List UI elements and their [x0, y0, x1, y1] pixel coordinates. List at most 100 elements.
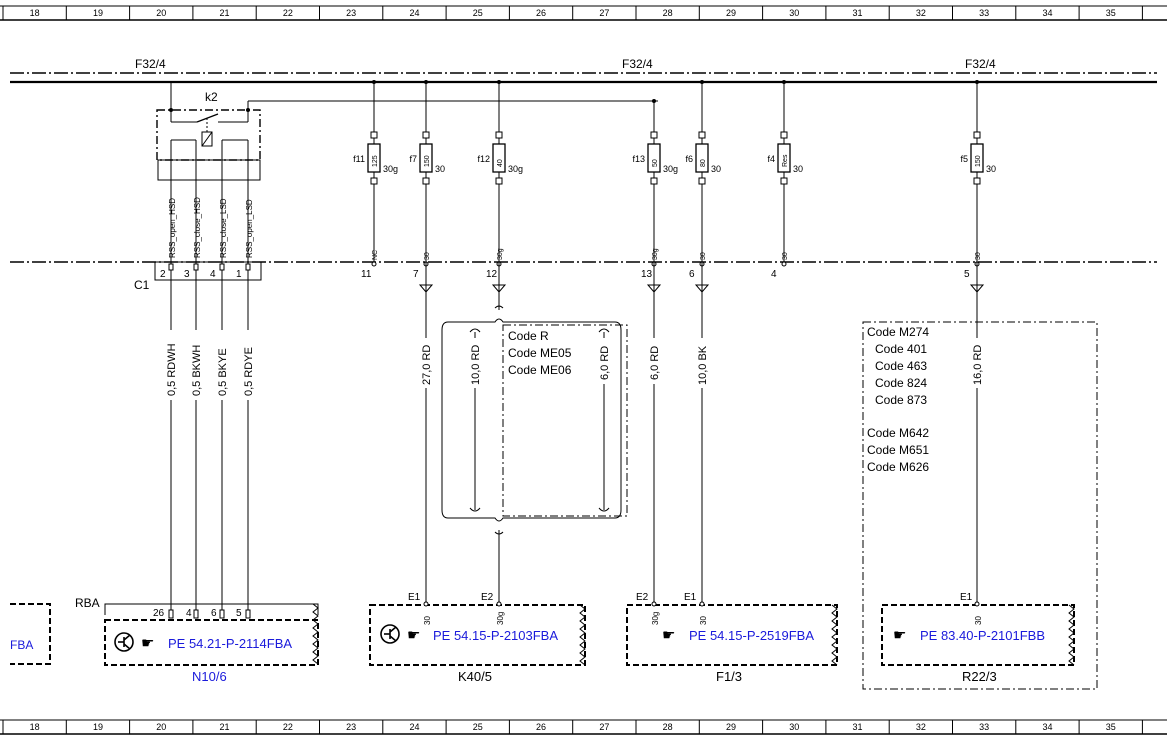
component-n10-6: FBA RBA 26 4 6 5 ☛ PE 54.21-P-2114FBA N1…: [10, 596, 319, 684]
pin-function-label: 30g: [496, 612, 505, 625]
relay-pin-label: RSS_close_HSD: [193, 197, 202, 258]
fuse-pin-number: 4: [771, 269, 777, 280]
ruler-column-label: 27: [599, 722, 609, 732]
ruler-column-label: 31: [853, 722, 863, 732]
ruler-column-label: 20: [156, 8, 166, 18]
pin-function-label: 30: [423, 616, 432, 625]
svg-text:☛: ☛: [407, 627, 420, 644]
component-r22-3: E1 30 ☛ PE 83.40-P-2101FBB R22/3: [881, 592, 1075, 684]
code-box-line: Code 873: [875, 393, 927, 407]
fuse-output: 30: [793, 164, 803, 174]
lower-wiring: 27,0 RD Code R Code ME05 Code ME06 10,0 …: [418, 262, 1098, 690]
code-box-line: Code M642: [867, 426, 929, 440]
connector-pin: 2: [160, 269, 166, 280]
component-pin: E2: [636, 592, 649, 603]
pointing-hand-icon: ☛: [893, 627, 906, 644]
ruler-column-label: 28: [663, 8, 673, 18]
ruler-column-label: 32: [916, 722, 926, 732]
pointing-hand-icon: ☛: [662, 627, 675, 644]
component-pin: 6: [211, 608, 217, 619]
fuse-connector-label: 30: [782, 252, 789, 260]
code-box-line: Code 401: [875, 342, 927, 356]
component-reference-link[interactable]: PE 83.40-P-2101FBB: [920, 628, 1045, 643]
component-name: N10/6: [192, 669, 227, 684]
component-pin: 26: [153, 608, 165, 619]
ruler-column-label: 26: [536, 8, 546, 18]
relay-pin-label: RSS_open_HSD: [168, 198, 177, 258]
fuse-output: 30g: [383, 164, 398, 174]
ruler-column-label: 18: [30, 8, 40, 18]
pointing-hand-icon: ☛: [407, 627, 420, 644]
fuse-rating: 125: [372, 155, 379, 167]
fuse-output: 30: [986, 164, 996, 174]
svg-text:☛: ☛: [893, 627, 906, 644]
block-label: RBA: [75, 596, 100, 610]
ruler-column-label: 33: [979, 8, 989, 18]
ruler-column-label: 27: [599, 8, 609, 18]
fuse-id: f5: [960, 154, 968, 164]
code-box-line: Code 463: [875, 359, 927, 373]
code-box-line: Code R: [508, 329, 549, 343]
connector-pin: 1: [236, 269, 242, 280]
ruler-column-label: 24: [409, 722, 419, 732]
power-bus: F32/4 F32/4 F32/4: [10, 57, 1157, 84]
bus-label-left: F32/4: [135, 57, 166, 71]
fuse-id: f7: [409, 154, 417, 164]
ruler-column-label: 34: [1042, 722, 1052, 732]
pin-function-label: 30g: [651, 612, 660, 625]
wire-label: 27,0 RD: [421, 345, 433, 385]
fuse-connector-label: 30: [700, 252, 707, 260]
ruler-column-label: 32: [916, 8, 926, 18]
component-k40-5: E1 E2 30 30g ☛ PE 54.15-P-2103FBA K40/5: [369, 592, 586, 684]
ruler-column-label: 25: [473, 722, 483, 732]
ruler-column-label: 26: [536, 722, 546, 732]
transistor-icon: [114, 632, 134, 652]
component-pin: E1: [684, 592, 697, 603]
code-box-line: Code M274: [867, 325, 929, 339]
component-reference-link[interactable]: PE 54.21-P-2114FBA: [168, 636, 292, 651]
code-box-line: Code ME06: [508, 363, 572, 377]
component-pin: 4: [186, 608, 192, 619]
fuse-connector-label: 30g: [497, 248, 504, 260]
ruler-column-label: 23: [346, 8, 356, 18]
ruler-column-label: 35: [1106, 722, 1116, 732]
fuse-rating: 80: [700, 159, 707, 167]
fuse-connector-label: 30: [975, 252, 982, 260]
relay-label: k2: [205, 90, 218, 104]
component-reference-link[interactable]: PE 54.15-P-2519FBA: [689, 628, 814, 643]
pin-function-label: 30: [974, 616, 983, 625]
ruler-column-label: 23: [346, 722, 356, 732]
fuse-output: 30g: [508, 164, 523, 174]
fuse-pin-number: 13: [641, 269, 653, 280]
left-partial-ref[interactable]: FBA: [10, 638, 33, 652]
fuse-pin-number: 5: [964, 269, 970, 280]
svg-text:☛: ☛: [662, 627, 675, 644]
fuse-rating: Res: [782, 154, 789, 167]
ruler-column-label: 30: [789, 722, 799, 732]
wire-label: 6,0 RD: [649, 346, 661, 380]
code-box-line: Code M651: [867, 443, 929, 457]
component-reference-link[interactable]: PE 54.15-P-2103FBA: [433, 628, 558, 643]
ruler-column-label: 21: [220, 722, 230, 732]
ruler-column-label: 22: [283, 8, 293, 18]
fuse-id: f4: [767, 154, 775, 164]
wire-label: 10,0 BK: [697, 345, 709, 385]
ruler-column-label: 33: [979, 722, 989, 732]
fuse-id: f13: [632, 154, 645, 164]
relay-pin-label: RSS_close_LSD: [219, 198, 228, 258]
wire-label: 10,0 RD: [470, 345, 482, 385]
pointing-hand-icon: ☛: [141, 635, 154, 652]
transistor-icon: [380, 624, 400, 644]
wire-label: 0,5 RDWH: [166, 343, 178, 396]
component-f1-3: E2 E1 30g 30 ☛ PE 54.15-P-2519FBA F1/3: [626, 592, 838, 684]
fuse-output: 30: [435, 164, 445, 174]
wire-label: 6,0 RD: [599, 346, 611, 380]
relay-wires: RSS_open_HSD RSS_close_HSD RSS_close_LSD…: [134, 160, 262, 610]
fuse-rating: 50: [652, 159, 659, 167]
